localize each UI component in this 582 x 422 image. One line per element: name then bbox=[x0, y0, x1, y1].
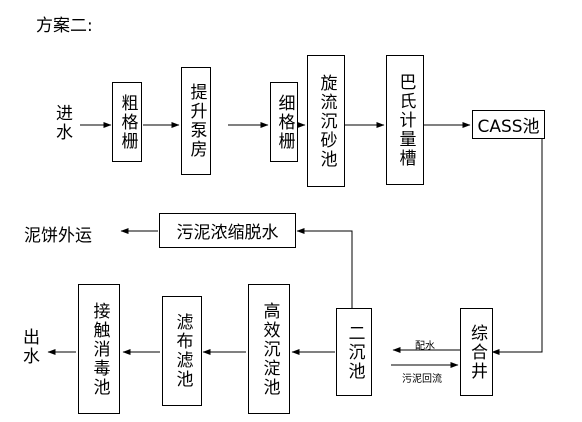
contact-disinfection-box: 接触消毒池 bbox=[78, 284, 120, 414]
secondary-clarifier-box: 二沉池 bbox=[336, 308, 372, 396]
arrow-cass-to-mixing bbox=[491, 125, 543, 355]
lift-pump-box: 提升泵房 bbox=[181, 67, 211, 175]
cloth-filter-box: 滤布滤池 bbox=[162, 296, 202, 406]
parshall-flume-label: 巴氏计量槽 bbox=[395, 72, 416, 168]
coarse-screen-label: 粗格栅 bbox=[117, 93, 138, 151]
parshall-flume-box: 巴氏计量槽 bbox=[386, 55, 424, 185]
fine-screen-box: 细格栅 bbox=[270, 82, 298, 162]
sludge-dewater-label: 污泥浓缩脱水 bbox=[176, 223, 279, 243]
secondary-clarifier-label: 二沉池 bbox=[344, 323, 365, 381]
lift-pump-label: 提升泵房 bbox=[186, 83, 207, 159]
sludge-cake-out-label: 泥饼外运 bbox=[24, 226, 92, 246]
hi-sedimentation-label: 高效沉淀池 bbox=[259, 301, 280, 397]
arrow-clarifier-to-dewater bbox=[296, 228, 353, 308]
mixing-well-box: 综合井 bbox=[460, 308, 493, 396]
inlet-label: 进水 bbox=[52, 104, 72, 142]
fine-screen-label: 细格栅 bbox=[274, 93, 295, 151]
contact-disinfection-label: 接触消毒池 bbox=[89, 301, 110, 397]
hi-sedimentation-box: 高效沉淀池 bbox=[248, 284, 290, 414]
sludge-return-label: 污泥回流 bbox=[402, 374, 442, 385]
outlet-label: 出水 bbox=[19, 328, 39, 366]
cass-tank-box: CASS池 bbox=[472, 110, 545, 139]
cass-tank-label: CASS池 bbox=[477, 117, 540, 137]
distribute-label: 配水 bbox=[415, 341, 435, 352]
page-title: 方案二: bbox=[36, 16, 93, 36]
grit-chamber-label: 旋流沉砂池 bbox=[316, 73, 337, 169]
grit-chamber-box: 旋流沉砂池 bbox=[307, 55, 345, 187]
coarse-screen-box: 粗格栅 bbox=[112, 82, 142, 162]
sludge-dewater-box: 污泥浓缩脱水 bbox=[159, 213, 296, 248]
mixing-well-label: 综合井 bbox=[467, 323, 487, 381]
cloth-filter-label: 滤布滤池 bbox=[172, 313, 193, 389]
